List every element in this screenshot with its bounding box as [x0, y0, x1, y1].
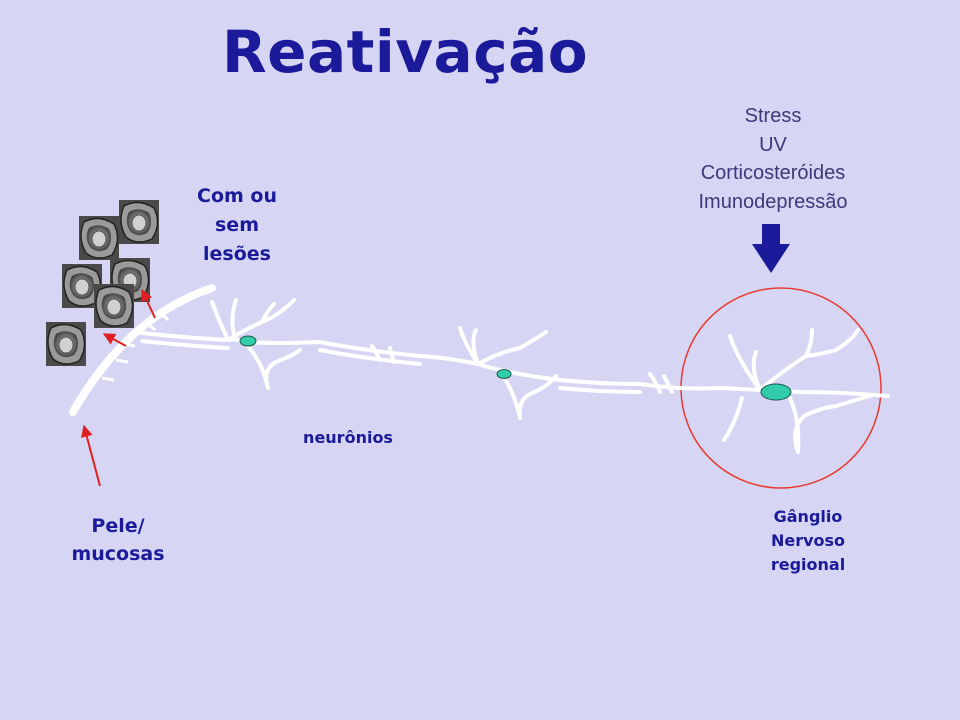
neuron-3 [648, 328, 872, 454]
skin-label-line: Pele/ [91, 515, 145, 537]
infected-cell [45, 321, 87, 367]
trigger-stress: Stress [744, 105, 802, 127]
ganglion-label: Gânglio Nervoso regional [752, 505, 864, 577]
arrow-down-icon [752, 224, 790, 273]
lesions-label: Com ou sem lesões [178, 182, 296, 269]
trigger-immunodepression: Imunodepressão [698, 190, 848, 213]
neuron-1-nucleus [239, 335, 257, 347]
skin-line [69, 284, 216, 416]
skin-label: Pele/ mucosas [52, 512, 184, 568]
ganglion-label-line: regional [770, 555, 846, 574]
lesions-label-line: sem [215, 214, 259, 236]
trigger-corticosteroids: Corticosteróides [700, 162, 846, 184]
infected-cell [78, 215, 120, 261]
neurons-label: neurônios [303, 428, 393, 447]
infected-cell [93, 283, 135, 329]
neuron-2 [370, 326, 558, 420]
page-title: Reativação [222, 18, 589, 86]
reactivation-triggers: Stress UV Corticosteróides Imunodepressã… [660, 102, 886, 216]
neuron-3-nucleus [760, 383, 792, 401]
arrow-to-skin [80, 424, 101, 487]
ganglion-label-line: Nervoso [770, 531, 846, 550]
arrow-to-cell [102, 333, 127, 347]
arrow-to-lesions [141, 288, 156, 319]
neuron-1 [210, 298, 302, 390]
ganglion-label-line: Gânglio [773, 507, 843, 526]
neuron-2-nucleus [496, 369, 512, 379]
lesions-label-line: lesões [203, 243, 271, 265]
infected-cell [118, 199, 160, 245]
lesions-label-line: Com ou [197, 185, 277, 207]
trigger-uv: UV [759, 133, 787, 156]
skin-label-line: mucosas [71, 543, 165, 565]
